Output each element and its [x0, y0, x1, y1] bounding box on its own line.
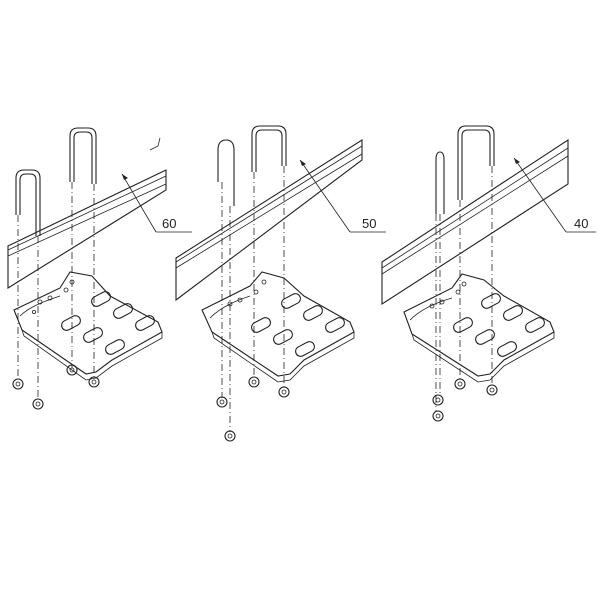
assembly-view-40: 40: [381, 125, 596, 422]
dimension-leader-50: 50: [299, 159, 386, 233]
assembly-view-60: 60: [7, 127, 192, 410]
nuts: [432, 378, 498, 422]
dimension-leader-40: 40: [513, 157, 596, 233]
plate-slots: [61, 291, 155, 355]
frame-bar: [381, 138, 569, 306]
plate-slots: [453, 293, 545, 357]
frame-bar: [175, 138, 363, 302]
u-bolt-right: [251, 125, 287, 388]
nuts: [216, 376, 290, 442]
plate-holes: [227, 279, 267, 307]
skid-plate: [13, 271, 163, 381]
skid-plate: [201, 271, 355, 383]
frame-bar: [7, 169, 167, 289]
plate-slots: [251, 293, 345, 357]
dimension-label-50: 50: [362, 216, 376, 231]
u-bolt-left: [435, 151, 445, 412]
nuts: [12, 364, 100, 410]
u-bolt-right: [457, 125, 495, 386]
u-bolt-left: [15, 169, 41, 400]
assembly-view-50: 50: [175, 125, 386, 442]
dimension-label-60: 60: [162, 216, 176, 231]
dimension-leader-60: 60: [121, 173, 192, 233]
u-bolt-left: [217, 139, 235, 432]
skid-plate: [403, 273, 555, 383]
dimension-label-40: 40: [574, 216, 588, 231]
u-bolt-right: [69, 127, 97, 380]
hook: [149, 137, 161, 151]
